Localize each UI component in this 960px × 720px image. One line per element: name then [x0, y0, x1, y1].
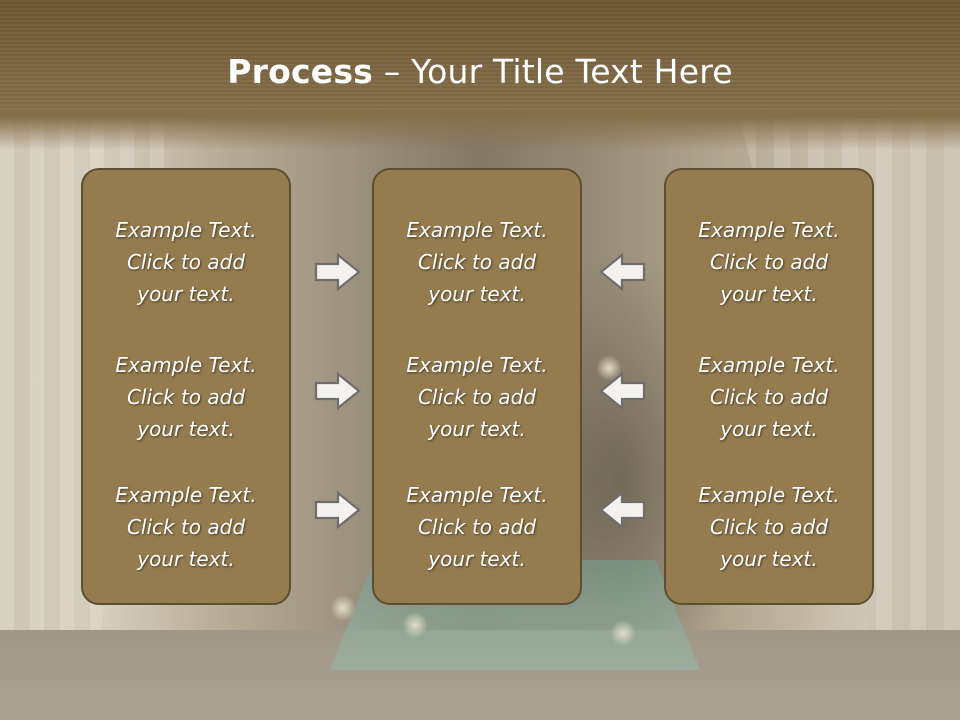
arrow-left-icon[interactable] — [598, 371, 646, 411]
light-glow — [330, 595, 356, 621]
text-placeholder[interactable]: Example Text. Click to add your text. — [666, 214, 872, 310]
header-band — [0, 0, 960, 150]
text-line: Click to add — [417, 385, 537, 409]
text-line: your text. — [428, 417, 526, 441]
text-line: your text. — [428, 282, 526, 306]
text-line: Example Text. — [406, 353, 548, 377]
process-column-left[interactable]: Example Text. Click to add your text. Ex… — [81, 168, 291, 605]
text-line: Example Text. — [115, 218, 257, 242]
text-placeholder[interactable]: Example Text. Click to add your text. — [666, 479, 872, 575]
arrow-left-icon[interactable] — [598, 490, 646, 530]
process-column-middle[interactable]: Example Text. Click to add your text. Ex… — [372, 168, 582, 605]
text-line: Click to add — [126, 515, 246, 539]
text-line: your text. — [137, 282, 235, 306]
text-placeholder[interactable]: Example Text. Click to add your text. — [374, 349, 580, 445]
text-placeholder[interactable]: Example Text. Click to add your text. — [666, 349, 872, 445]
title-rest: – Your Title Text Here — [373, 52, 733, 91]
text-line: Example Text. — [115, 353, 257, 377]
arrow-right-icon[interactable] — [314, 371, 362, 411]
text-line: Click to add — [709, 385, 829, 409]
text-line: Example Text. — [406, 483, 548, 507]
arrow-right-icon[interactable] — [314, 252, 362, 292]
text-placeholder[interactable]: Example Text. Click to add your text. — [83, 349, 289, 445]
text-line: Example Text. — [698, 218, 840, 242]
text-placeholder[interactable]: Example Text. Click to add your text. — [83, 479, 289, 575]
arrow-right-icon[interactable] — [314, 490, 362, 530]
text-placeholder[interactable]: Example Text. Click to add your text. — [83, 214, 289, 310]
text-placeholder[interactable]: Example Text. Click to add your text. — [374, 479, 580, 575]
light-glow — [402, 612, 428, 638]
text-line: Example Text. — [115, 483, 257, 507]
text-line: your text. — [720, 417, 818, 441]
slide-title[interactable]: Process – Your Title Text Here — [0, 52, 960, 91]
process-column-right[interactable]: Example Text. Click to add your text. Ex… — [664, 168, 874, 605]
title-bold: Process — [227, 52, 374, 91]
text-line: Example Text. — [698, 483, 840, 507]
text-line: Click to add — [126, 250, 246, 274]
text-line: your text. — [137, 547, 235, 571]
arrow-left-icon[interactable] — [598, 252, 646, 292]
text-line: Click to add — [417, 515, 537, 539]
text-line: Click to add — [126, 385, 246, 409]
text-line: your text. — [720, 547, 818, 571]
text-line: Click to add — [709, 250, 829, 274]
text-line: Example Text. — [698, 353, 840, 377]
text-line: your text. — [720, 282, 818, 306]
text-line: Click to add — [709, 515, 829, 539]
text-line: Example Text. — [406, 218, 548, 242]
text-placeholder[interactable]: Example Text. Click to add your text. — [374, 214, 580, 310]
text-line: Click to add — [417, 250, 537, 274]
text-line: your text. — [428, 547, 526, 571]
light-glow — [610, 620, 636, 646]
text-line: your text. — [137, 417, 235, 441]
